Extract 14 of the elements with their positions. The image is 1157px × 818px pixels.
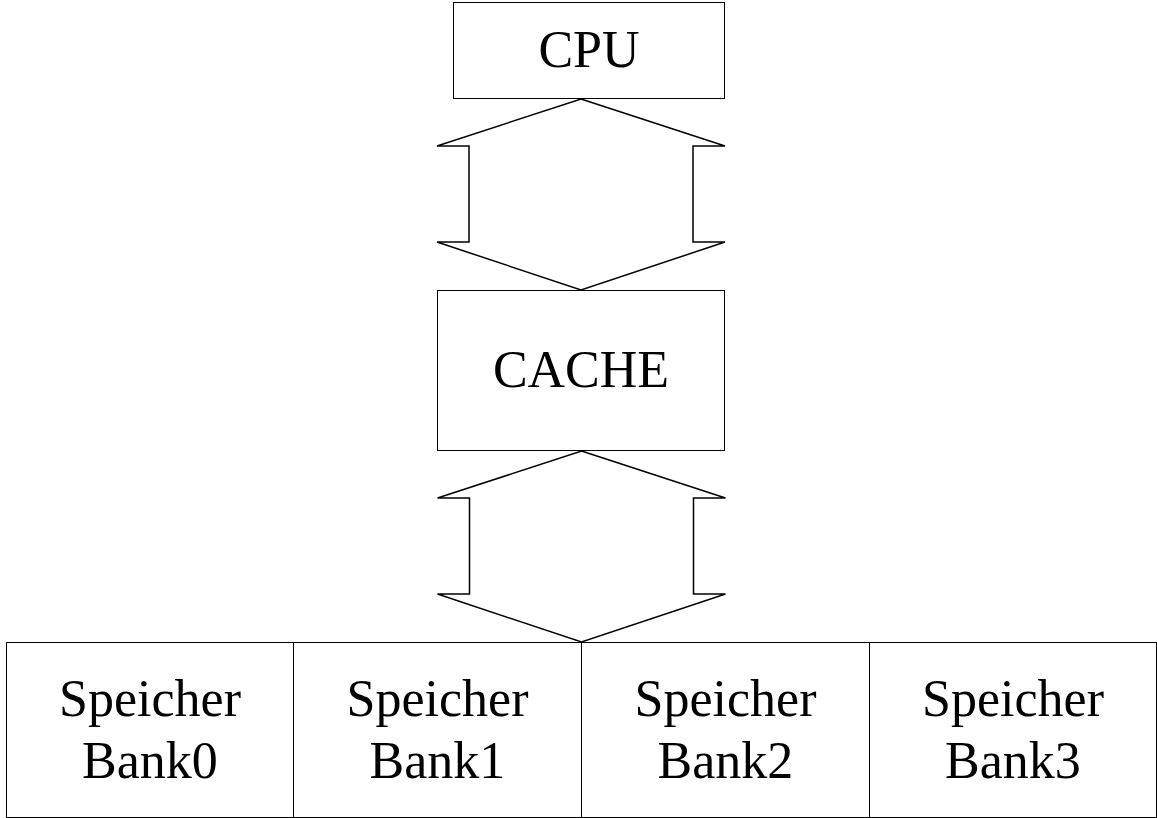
node-label: Speicher Bank2 (633, 668, 818, 791)
double-arrow (436, 98, 726, 291)
node-label: CPU (538, 20, 640, 81)
memory-bank-box (293, 642, 582, 818)
cpu-box (453, 2, 725, 99)
node-label: Speicher Bank0 (58, 668, 242, 791)
memory-bank-box (581, 642, 870, 818)
node-label: Speicher Bank3 (921, 668, 1105, 791)
node-label: Speicher Bank1 (345, 668, 530, 791)
node-label: CACHE (492, 340, 670, 401)
cache-box (437, 290, 725, 451)
double-arrow (436, 450, 727, 643)
memory-bank-box (6, 642, 294, 818)
memory-bank-box (869, 642, 1157, 818)
